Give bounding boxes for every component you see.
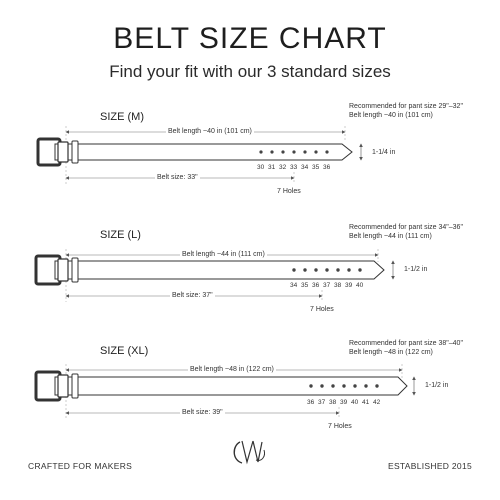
monogram-logo [233,440,265,465]
hole-number: 37 [318,399,326,406]
recommended-belt-length-m: Belt length ~40 in (101 cm) [349,112,433,119]
width-label-m: 1-1/4 in [372,149,396,156]
belt-strap-l [54,260,385,280]
belt-size-label-l: Belt size: 37" [170,292,215,299]
size-label-xl: SIZE (XL) [100,345,149,357]
recommended-belt-length-xl: Belt length ~48 in (122 cm) [349,349,433,356]
belt-strap-m [54,143,353,161]
belt-xl [34,364,416,419]
hole-number: 38 [329,399,337,406]
recommended-belt-length-l: Belt length ~44 in (111 cm) [349,233,432,240]
hole-number: 36 [312,282,320,289]
recommended-l: Recommended for pant size 34"–36" Belt l… [349,223,463,241]
recommended-pant-size-xl: Recommended for pant size 38"–40" [349,340,463,347]
belt-holes-l [292,268,362,272]
page-subtitle: Find your fit with our 3 standard sizes [109,62,391,81]
recommended-pant-size-l: Recommended for pant size 34"–36" [349,224,463,231]
belt-size-label-xl: Belt size: 39" [180,409,225,416]
hole-number: 40 [351,399,359,406]
hole-number: 35 [301,282,309,289]
page-title: BELT SIZE CHART [113,22,387,55]
hole-number: 40 [356,282,364,289]
belt-length-label-xl: Belt length ~48 in (122 cm) [188,366,276,373]
size-label-l: SIZE (L) [100,229,141,241]
hole-number: 38 [334,282,342,289]
hole-number: 30 [257,164,265,171]
recommended-pant-size-m: Recommended for pant size 29"–32" [349,103,463,110]
width-label-l: 1-1/2 in [404,266,428,273]
hole-number: 39 [345,282,353,289]
width-label-xl: 1-1/2 in [425,382,449,389]
belt-l [34,249,395,302]
footer-right-text: ESTABLISHED 2015 [387,461,472,471]
holes-label-l: 7 Holes [310,306,334,313]
belt-holes-xl [309,384,379,388]
hole-number: 32 [279,164,287,171]
belt-strap-xl [54,376,408,396]
footer-left-text: CRAFTED FOR MAKERS [28,461,133,471]
hole-number: 34 [301,164,309,171]
hole-number: 39 [340,399,348,406]
hole-number: 33 [290,164,298,171]
hole-number: 35 [312,164,320,171]
hole-number: 36 [307,399,315,406]
recommended-xl: Recommended for pant size 38"–40" Belt l… [349,339,463,357]
hole-number: 42 [373,399,381,406]
hole-number: 41 [362,399,370,406]
hole-number: 31 [268,164,276,171]
belt-length-label-l: Belt length ~44 in (111 cm) [180,251,267,258]
belt-holes-m [259,150,329,154]
recommended-m: Recommended for pant size 29"–32" Belt l… [349,102,463,120]
size-label-m: SIZE (M) [100,111,144,123]
hole-number: 37 [323,282,331,289]
holes-label-m: 7 Holes [277,188,301,195]
holes-label-xl: 7 Holes [328,423,352,430]
hole-number: 34 [290,282,298,289]
hole-number: 36 [323,164,331,171]
belt-length-label-m: Belt length ~40 in (101 cm) [166,128,254,135]
belt-size-label-m: Belt size: 33" [155,174,200,181]
